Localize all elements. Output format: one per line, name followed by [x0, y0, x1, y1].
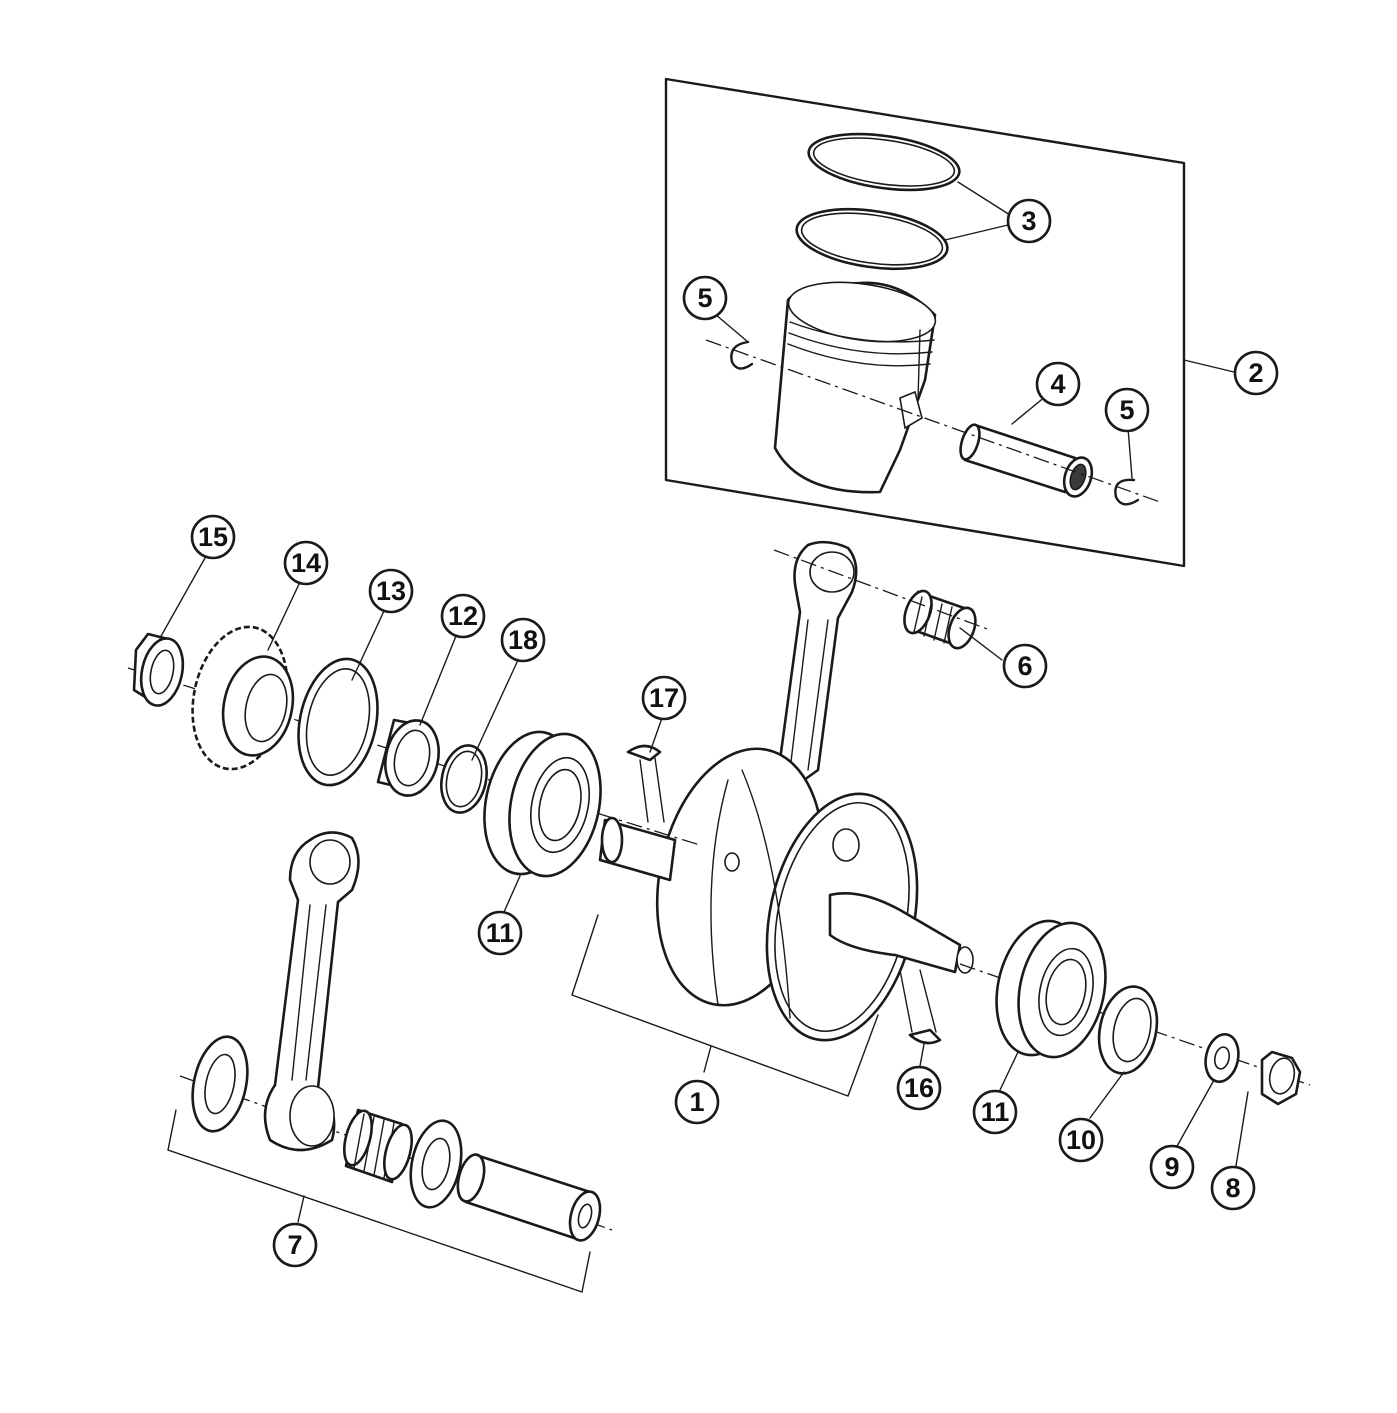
- connecting-rod[interactable]: [263, 831, 360, 1152]
- callout-label: 5: [1119, 395, 1134, 425]
- callout-label: 9: [1164, 1152, 1179, 1182]
- leader-lines: [159, 181, 1249, 1167]
- callout-label: 11: [981, 1097, 1010, 1127]
- callout-6: 6: [1002, 643, 1048, 689]
- woodruff-keys[interactable]: [626, 744, 942, 1045]
- callout-label: 16: [904, 1073, 934, 1103]
- callout-label: 10: [1066, 1125, 1096, 1155]
- primary-gear[interactable]: [180, 618, 302, 778]
- thrust-washer-right[interactable]: [403, 1116, 468, 1212]
- spacer-sleeve[interactable]: [376, 715, 445, 800]
- callout-18: 18: [500, 617, 546, 663]
- callout-7: 7: [272, 1222, 318, 1268]
- main-bearing-left[interactable]: [472, 723, 613, 884]
- callout-3: 3: [1006, 198, 1052, 244]
- callout-16: 16: [896, 1065, 942, 1111]
- callout-label: 1: [689, 1087, 704, 1117]
- piston[interactable]: [773, 274, 939, 494]
- callout-14: 14: [283, 540, 329, 586]
- callout-8: 8: [1210, 1165, 1256, 1211]
- piston-rings[interactable]: [793, 126, 963, 278]
- callout-label: 6: [1017, 651, 1032, 681]
- callout-label: 18: [508, 625, 538, 655]
- small-end-needle-bearing[interactable]: [899, 587, 980, 652]
- crankshaft-nut-left[interactable]: [132, 632, 189, 709]
- crankshaft-nut-right[interactable]: [1260, 1050, 1302, 1106]
- callout-10: 10: [1058, 1117, 1104, 1163]
- callout-5-left: 5: [682, 275, 728, 321]
- callout-9: 9: [1149, 1144, 1195, 1190]
- callout-label: 11: [486, 918, 515, 948]
- washer[interactable]: [1201, 1031, 1242, 1085]
- callout-label: 15: [198, 522, 228, 552]
- thrust-washer-left[interactable]: [185, 1032, 256, 1137]
- callout-label: 5: [697, 283, 712, 313]
- callout-1: 1: [674, 1079, 720, 1125]
- main-bearing-right[interactable]: [985, 913, 1117, 1065]
- connecting-rod-kit-bracket: [167, 1109, 591, 1293]
- callout-label: 8: [1225, 1173, 1240, 1203]
- callout-4: 4: [1035, 361, 1081, 407]
- callout-label: 12: [448, 601, 478, 631]
- callout-2: 2: [1233, 350, 1279, 396]
- crank-pin[interactable]: [453, 1152, 605, 1244]
- spacer-right[interactable]: [1091, 981, 1164, 1079]
- callout-15: 15: [190, 514, 236, 560]
- callout-5-right: 5: [1104, 387, 1150, 433]
- callout-label: 14: [291, 548, 321, 578]
- callout-label: 4: [1050, 369, 1065, 399]
- callout-label: 3: [1021, 206, 1036, 236]
- callout-label: 2: [1248, 358, 1263, 388]
- callout-label: 7: [287, 1230, 302, 1260]
- o-ring[interactable]: [435, 741, 492, 817]
- callout-label: 13: [376, 576, 406, 606]
- crankshaft-bracket: [571, 914, 879, 1097]
- piston-pin[interactable]: [957, 422, 1097, 500]
- connecting-rod-assembled[interactable]: [778, 540, 858, 792]
- piston-kit-frame: [664, 77, 1235, 568]
- crankshaft[interactable]: [598, 733, 974, 1054]
- callout-17: 17: [641, 675, 687, 721]
- callout-11-right: 11: [972, 1089, 1018, 1135]
- callout-12: 12: [440, 593, 486, 639]
- callout-11-left: 11: [477, 910, 523, 956]
- circlips[interactable]: [730, 340, 1140, 506]
- callout-label: 17: [649, 683, 679, 713]
- big-end-needle-bearing[interactable]: [339, 1108, 417, 1184]
- oil-seal[interactable]: [288, 651, 389, 792]
- callout-13: 13: [368, 568, 414, 614]
